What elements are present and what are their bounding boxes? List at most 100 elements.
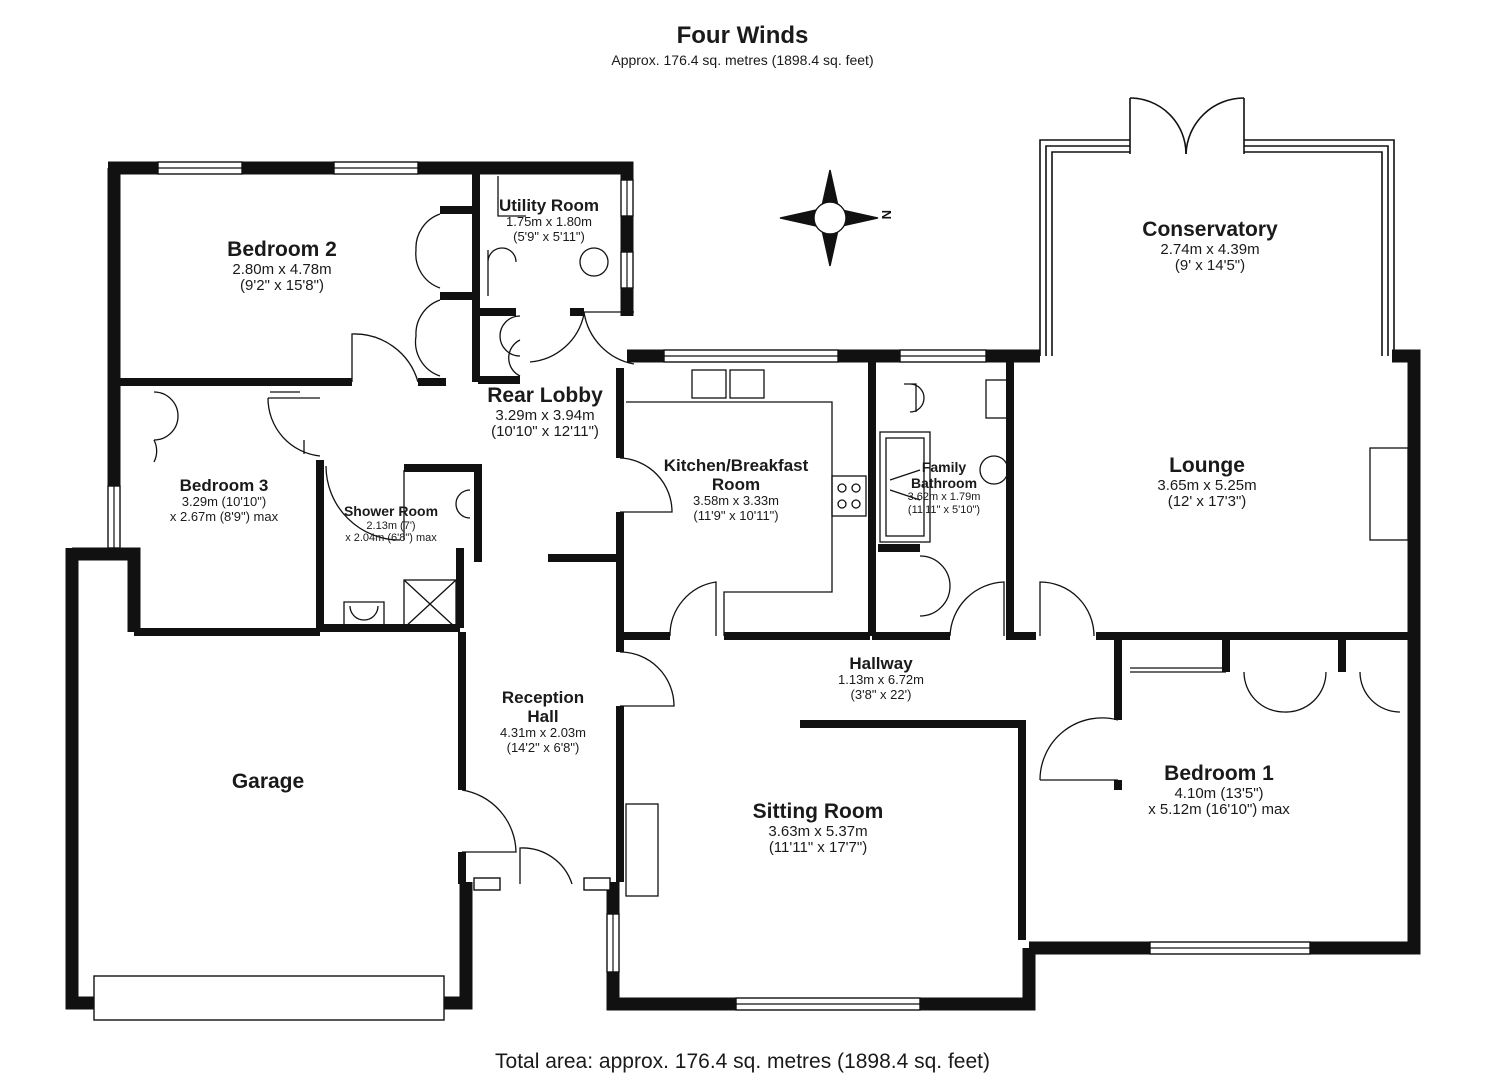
room-dimensions-imperial: (14'2" x 6'8") (506, 739, 580, 755)
room-reception: Reception Hall 4.31m x 2.03m (14'2" x 6'… (488, 688, 598, 755)
door-swing (949, 581, 1005, 637)
room-bedroom-2: Bedroom 2 2.80m x 4.78m (9'2" x 15'8") (227, 238, 337, 295)
room-name: Shower Room (343, 503, 439, 519)
room-name: Bedroom 3 (179, 476, 269, 495)
room-sitting: Sitting Room 3.63m x 5.37m (11'11" x 17'… (743, 800, 893, 857)
hob-icon (831, 475, 867, 517)
interior-wall (1222, 636, 1346, 672)
room-name: Rear Lobby (487, 384, 603, 407)
door-swing (669, 581, 717, 637)
exterior-wall (108, 161, 634, 292)
interior-wall (134, 460, 324, 636)
room-dimensions: 3.29m (10'10") (181, 494, 267, 510)
shower-tray-icon (403, 579, 457, 629)
room-dimensions: 1.75m x 1.80m (506, 214, 592, 230)
toilet-icon (455, 489, 471, 519)
garage-door (93, 975, 445, 1021)
room-dimensions: 2.80m x 4.78m (232, 260, 332, 278)
room-dimensions-imperial: (9'2" x 15'8") (240, 277, 324, 295)
door-swing (1039, 581, 1095, 637)
compass-label: N (879, 210, 894, 219)
compass-icon (779, 169, 879, 267)
door-swing (1039, 717, 1119, 781)
room-dimensions-imperial: (11'11" x 17'7") (768, 839, 868, 857)
exterior-wall (444, 882, 473, 1010)
room-name: Hallway (849, 654, 913, 673)
sink-icon (343, 601, 385, 627)
door-swing (325, 465, 405, 541)
interior-wall (1006, 362, 1036, 640)
fireplace (625, 803, 659, 897)
exterior-wall (72, 547, 141, 632)
room-name: Reception Hall (501, 688, 585, 727)
room-dimensions-imperial: (12' x 17'3") (1167, 493, 1247, 511)
interior-wall (440, 170, 480, 382)
room-garage: Garage (232, 770, 304, 794)
room-dimensions: 3.58m x 3.33m (693, 493, 779, 509)
room-dimensions: 2.13m (7') (366, 519, 416, 532)
room-dimensions: 3.65m x 5.25m (1157, 476, 1257, 494)
room-dimensions: 3.62m x 1.79m (907, 491, 981, 504)
room-bedroom-1: Bedroom 1 4.10m (13'5") x 5.12m (16'10")… (1148, 762, 1290, 819)
door-swing (583, 311, 635, 365)
plan-subtitle: Approx. 176.4 sq. metres (1898.4 sq. fee… (611, 52, 874, 68)
kitchen-units (626, 401, 833, 636)
room-dimensions: 4.10m (13'5") (1174, 784, 1264, 802)
door-swing (267, 397, 321, 457)
interior-wall (868, 362, 950, 640)
door-swing (619, 457, 673, 513)
room-shower: Shower Room 2.13m (7') x 2.04m (6'8") ma… (326, 503, 456, 544)
exterior-wall (1029, 642, 1421, 955)
exterior-wall (1392, 349, 1421, 642)
room-dimensions: 2.74m x 4.39m (1160, 240, 1260, 258)
room-name: Sitting Room (752, 800, 884, 823)
room-name: Kitchen/Breakfast Room (663, 456, 809, 495)
interior-wall (404, 464, 482, 628)
room-dimensions: 4.31m x 2.03m (500, 725, 586, 741)
window (583, 877, 611, 891)
room-name: Garage (231, 770, 305, 793)
room-name: Bedroom 2 (227, 238, 337, 261)
plan-title: Four Winds (676, 22, 809, 49)
window (473, 877, 501, 891)
room-bathroom: Family Bathroom 3.62m x 1.79m (11'11" x … (899, 459, 989, 516)
stair-lines (270, 391, 305, 454)
room-dimensions-imperial: (11'11" x 5'10") (907, 503, 981, 516)
exterior-wall (606, 882, 1036, 1011)
room-dimensions: 1.13m x 6.72m (838, 672, 924, 688)
room-bedroom-3: Bedroom 3 3.29m (10'10") x 2.67m (8'9") … (170, 476, 278, 524)
room-dimensions: 3.63m x 5.37m (768, 822, 868, 840)
room-dimensions-imperial: x 2.04m (6'8") max (345, 531, 437, 544)
conservatory-frame (1039, 97, 1395, 356)
room-name: Family Bathroom (910, 459, 978, 491)
door-swing (619, 651, 675, 707)
room-utility: Utility Room 1.75m x 1.80m (5'9" x 5'11"… (489, 196, 609, 244)
room-lounge: Lounge 3.65m x 5.25m (12' x 17'3") (1157, 454, 1256, 511)
room-name: Bedroom 1 (1164, 762, 1274, 785)
total-area: Total area: approx. 176.4 sq. metres (18… (495, 1050, 990, 1073)
door-swing (519, 847, 573, 885)
room-dimensions-imperial: (9' x 14'5") (1174, 257, 1246, 275)
door-swing (461, 789, 517, 853)
interior-wall (800, 720, 1026, 940)
room-dimensions-imperial: (11'9" x 10'11") (693, 507, 779, 523)
door-swing (351, 333, 419, 383)
room-dimensions-imperial: x 5.12m (16'10") max (1148, 801, 1290, 819)
room-kitchen: Kitchen/Breakfast Room 3.58m x 3.33m (11… (646, 456, 826, 523)
room-rear-lobby: Rear Lobby 3.29m x 3.94m (10'10" x 12'11… (470, 384, 620, 441)
fireplace (1369, 447, 1409, 541)
exterior-wall (65, 548, 94, 1010)
room-dimensions: 3.29m x 3.94m (495, 406, 595, 424)
bath-icon (879, 431, 931, 543)
room-dimensions-imperial: (3'8" x 22') (850, 686, 912, 702)
room-name: Utility Room (498, 196, 600, 215)
room-name: Conservatory (1142, 218, 1278, 241)
room-hallway: Hallway 1.13m x 6.72m (3'8" x 22') (838, 654, 924, 702)
toilet-icon (904, 383, 925, 413)
room-dimensions-imperial: (5'9" x 5'11") (513, 228, 585, 244)
sink-icon (985, 379, 1009, 419)
room-conservatory: Conservatory 2.74m x 4.39m (9' x 14'5") (1142, 218, 1277, 275)
room-dimensions-imperial: (10'10" x 12'11") (491, 423, 599, 441)
door-swing (529, 313, 585, 363)
